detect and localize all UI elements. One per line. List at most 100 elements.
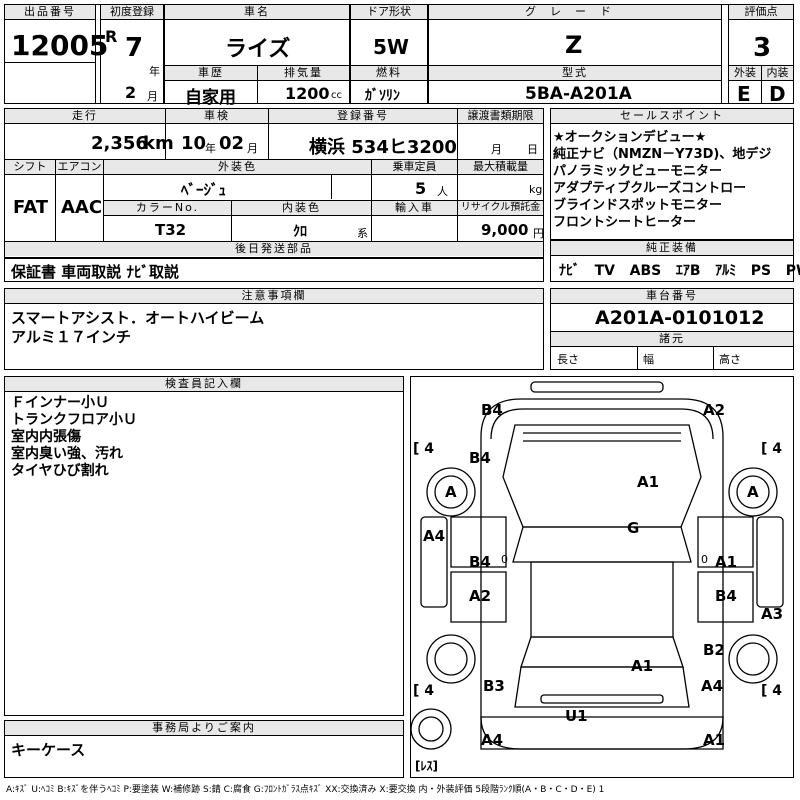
mark-a4-right: A4 <box>701 677 724 695</box>
equipment-item: PW <box>785 263 800 279</box>
year-unit: 年 <box>149 65 160 78</box>
car-name: ライズ <box>225 37 291 62</box>
inspection-year-unit: 年 <box>205 142 216 155</box>
displacement: 1200 <box>285 84 330 103</box>
tread-rl: [ 4 <box>413 683 435 699</box>
history-label: 車歴 <box>165 66 257 81</box>
sales-point-line: ブラインドスポットモニター <box>553 198 723 213</box>
inspector-line: 室内臭い強、汚れ <box>11 446 123 462</box>
dims-length: 長さ <box>557 353 579 366</box>
reg-year: 7 <box>125 33 144 63</box>
fuel: ｶﾞｿﾘﾝ <box>365 88 400 104</box>
mark-a1-bottom: A1 <box>703 731 726 749</box>
inspector-box: 検査員記入欄 Ｆインナー小Ｕ トランクフロア小Ｕ 室内内張傷 室内臭い強、汚れ … <box>4 376 404 716</box>
later-docs-label: 後日発送部品 <box>5 242 543 256</box>
grade-box: グレード Z 型式 5BA-A201A <box>428 4 722 104</box>
mark-a1-hood: A1 <box>637 473 660 491</box>
score-box: 評価点 3 外装 内装 E D <box>728 4 794 106</box>
displacement-unit: cc <box>331 90 342 101</box>
mark-a2-left: A2 <box>469 587 492 605</box>
spare-label: [ﾚｽ] <box>415 759 438 773</box>
tread-fl: [ 4 <box>413 441 435 457</box>
later-docs: 保証書 車両取説 ﾅﾋﾞ取説 <box>11 263 179 281</box>
first-reg-label: 初度登録 <box>101 5 163 20</box>
equipment-item: TV <box>594 263 616 279</box>
grade-label: グレード <box>429 5 721 20</box>
mark-b4-right: B4 <box>715 587 737 605</box>
era: R <box>105 27 118 46</box>
notes-box: 注意事項欄 スマートアシスト．オートハイビーム アルミ１７インチ <box>4 288 544 370</box>
inspector-line: 室内内張傷 <box>11 429 81 445</box>
int-grade: D <box>769 82 786 106</box>
tread-rr: [ 4 <box>761 683 783 699</box>
model: 5BA-A201A <box>525 84 632 104</box>
mark-b2-right: B2 <box>703 641 725 659</box>
sales-points-box: セールスポイント ★オークションデビュー★ 純正ナビ（NMZN－Y73D)、地デ… <box>550 108 794 240</box>
mileage: 2,356 <box>91 133 148 154</box>
capacity: 5 <box>415 179 427 198</box>
mark-a1-right: A1 <box>715 553 738 571</box>
mark-b3-left: B3 <box>483 677 505 695</box>
month-unit: 月 <box>147 90 158 103</box>
door-label: ドア形状 <box>351 5 427 20</box>
capacity-unit: 人 <box>437 185 448 198</box>
chassis-label: 車台番号 <box>551 289 793 304</box>
capacity-label: 乗車定員 <box>372 160 457 175</box>
dims-height: 高さ <box>719 353 741 366</box>
chassis-box: 車台番号 A201A-0101012 諸元 長さ 幅 高さ <box>550 288 794 370</box>
mark-g: G <box>627 519 640 537</box>
inspector-line: トランクフロア小Ｕ <box>11 412 137 428</box>
ac: AAC <box>61 197 103 218</box>
reg-month: 2 <box>125 83 137 102</box>
mark-a2-top: A2 <box>703 401 726 419</box>
ext-grade-label: 外装 <box>729 66 761 81</box>
plate: 横浜 534ヒ3200 <box>309 137 457 158</box>
model-label: 型式 <box>429 66 721 81</box>
door-box: ドア形状 5W 燃料 ｶﾞｿﾘﾝ <box>350 4 428 104</box>
color-no-label: カラーNo. <box>104 201 231 216</box>
std-equipment-box: 純正装備 ﾅﾋﾞ TV ABS ｴｱB ｱﾙﾐ PS PW <box>550 240 800 282</box>
ext-grade: E <box>737 82 751 106</box>
equipment-item: PS <box>750 263 772 279</box>
int-color: ｸﾛ <box>293 224 307 240</box>
sales-point-line: フロントシートヒーター <box>553 215 697 230</box>
dims-label: 諸元 <box>551 332 793 347</box>
color-no: T32 <box>155 221 187 239</box>
door: 5W <box>373 35 409 59</box>
displacement-label: 排気量 <box>258 66 349 81</box>
equipment-item: ﾅﾋﾞ <box>559 263 580 279</box>
recycle-label: リサイクル預託金 <box>458 201 543 216</box>
lot-number: 12005 <box>11 29 109 62</box>
ac-label: エアコン <box>56 160 103 175</box>
history: 自家用 <box>185 88 236 108</box>
sales-point-line: パノラミックビューモニター <box>553 164 723 179</box>
equipment-item: ｱﾙﾐ <box>715 263 737 279</box>
notes-label: 注意事項欄 <box>5 289 543 304</box>
import-label: 輸入車 <box>372 201 457 216</box>
sales-point-line: アダプティブクルーズコントロー <box>553 181 747 196</box>
inspection-month: 02 <box>219 133 245 154</box>
note-line: アルミ１７インチ <box>11 328 131 346</box>
legend: A:ｷｽﾞ U:ﾍｺﾐ B:ｷｽﾞを伴うﾍｺﾐ P:要塗装 W:補修跡 S:錆 … <box>6 785 605 795</box>
int-color-unit: 系 <box>357 227 368 240</box>
int-grade-label: 内装 <box>762 66 793 81</box>
mark-a3-right: A3 <box>761 605 784 623</box>
sales-points-label: セールスポイント <box>551 109 793 124</box>
transfer-day-unit: 日 <box>527 143 538 156</box>
mark-b4-top: B4 <box>481 401 503 419</box>
car-name-label: 車名 <box>165 5 349 20</box>
fuel-label: 燃料 <box>351 66 427 81</box>
load-label: 最大積載量 <box>458 160 543 175</box>
office-box: 事務局よりご案内 キーケース <box>4 720 404 778</box>
ext-color: ﾍﾞｰｼﾞｭ <box>181 181 227 199</box>
sales-point-line: ★オークションデビュー★ <box>553 130 707 145</box>
car-outline <box>411 381 784 750</box>
recycle-unit: 円 <box>533 227 544 240</box>
inspector-line: Ｆインナー小Ｕ <box>11 395 109 411</box>
lot-box: 出品番号 12005 <box>4 4 108 104</box>
sales-point-line: 純正ナビ（NMZN－Y73D)、地デジ <box>553 147 772 162</box>
inspector-label: 検査員記入欄 <box>5 377 403 392</box>
inspection-label: 車検 <box>166 109 268 124</box>
shift: FAT <box>13 197 49 218</box>
inspection-month-unit: 月 <box>247 142 258 155</box>
